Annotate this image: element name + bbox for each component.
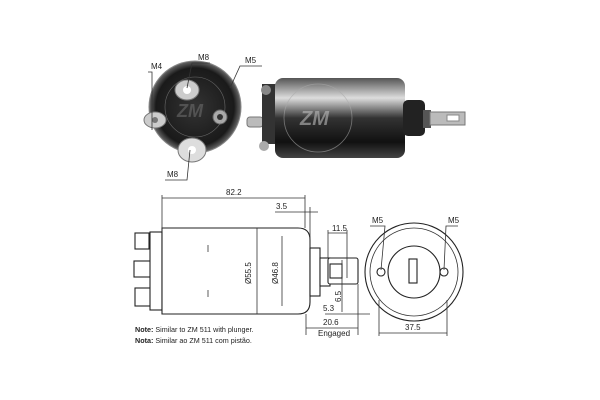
watermark-logo: ZM — [176, 101, 204, 121]
dim-engaged-label: Engaged — [318, 329, 350, 338]
note-label: Note: — [135, 325, 154, 334]
label-hole-right: M5 — [448, 216, 460, 225]
dim-flange: 3.5 — [276, 202, 288, 211]
label-m8-top: M8 — [198, 53, 210, 62]
label-m5: M5 — [245, 56, 257, 65]
terminal-m4 — [143, 111, 167, 129]
label-m8-bottom: M8 — [167, 170, 179, 179]
dim-flange-diameter: Ø46.8 — [271, 262, 280, 284]
note-text: Similar ao ZM 511 com pistão. — [153, 336, 252, 345]
dim-hole-spacing: 37.5 — [405, 323, 421, 332]
dim-slot: 6.5 — [334, 290, 343, 302]
note-text: Similar to ZM 511 with plunger. — [153, 325, 254, 334]
dim-body-diameter: Ø55.5 — [244, 262, 253, 284]
side-technical-drawing: 82.2 3.5 11.5 Ø55.5 Ø46.8 6.5 5.3 20.6 E… — [133, 188, 370, 338]
dim-plunger-width: 11.5 — [332, 224, 348, 233]
terminal-m8-top — [174, 79, 200, 101]
label-m4: M4 — [151, 62, 163, 71]
note-label: Nota: — [135, 336, 154, 345]
end-view-photo: ZM M4 M8 M5 M8 — [143, 53, 262, 181]
dim-overall-length: 82.2 — [226, 188, 242, 197]
note-portuguese: Nota: Similar ao ZM 511 com pistão. — [135, 336, 252, 345]
side-view-photo: ZM — [246, 78, 466, 158]
note-english: Note: Similar to ZM 511 with plunger. — [135, 325, 254, 334]
watermark-logo: ZM — [299, 108, 330, 130]
terminal-m8-bottom — [177, 137, 207, 163]
label-hole-left: M5 — [372, 216, 384, 225]
dim-slot-offset: 5.3 — [323, 304, 335, 313]
terminal-m5 — [212, 109, 228, 125]
dim-plunger-travel: 20.6 — [323, 318, 339, 327]
end-technical-drawing: M5 M5 37.5 — [364, 216, 464, 336]
